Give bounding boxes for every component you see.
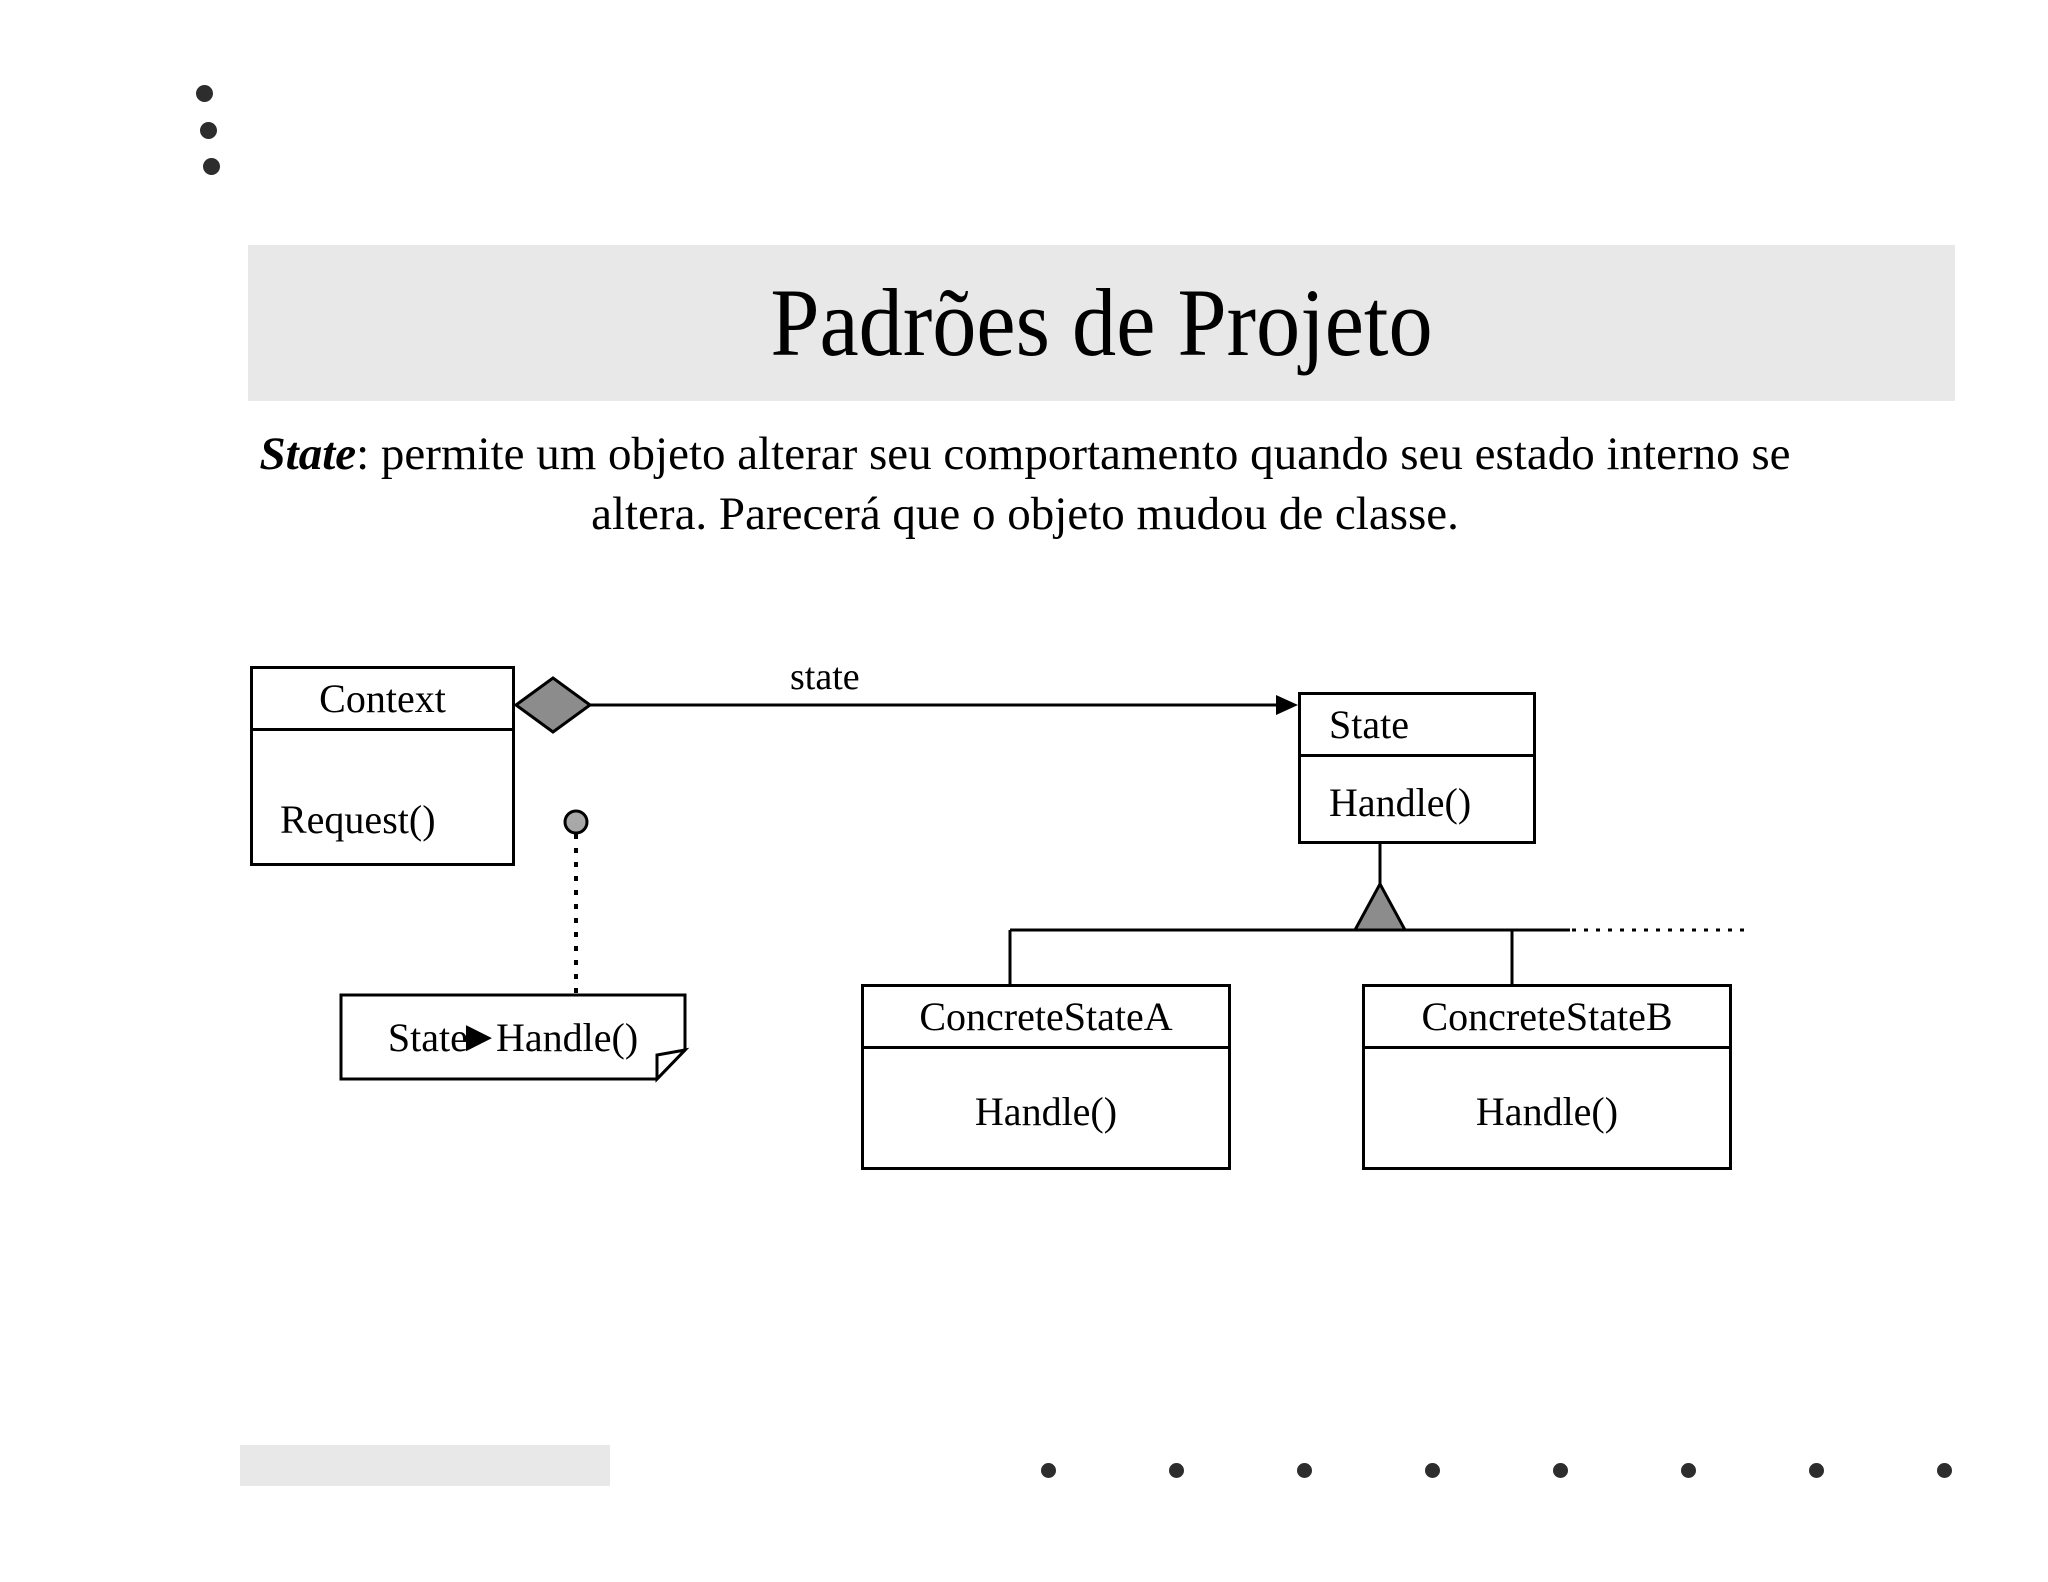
footer-dot-2 bbox=[1169, 1463, 1184, 1478]
class-name-concrete-state-a: ConcreteStateA bbox=[864, 987, 1228, 1049]
footer-dot-3 bbox=[1297, 1463, 1312, 1478]
bullet-dot-3 bbox=[203, 158, 220, 175]
class-operation-context-request: Request() bbox=[280, 797, 436, 842]
page-title: Padrões de Projeto bbox=[770, 269, 1433, 376]
footer-dot-4 bbox=[1425, 1463, 1440, 1478]
class-operation-concrete-state-b-handle: Handle() bbox=[1475, 1088, 1619, 1134]
pattern-description-text: : permite um objeto alterar seu comporta… bbox=[356, 428, 1791, 541]
class-box-context[interactable]: Context Request() bbox=[250, 666, 515, 866]
aggregation-diamond-icon bbox=[513, 676, 593, 734]
note-box-text: State▶Handle() bbox=[341, 995, 685, 1079]
note-message: Handle() bbox=[495, 1014, 639, 1060]
association-role-label: state bbox=[790, 656, 860, 698]
class-box-concrete-state-b[interactable]: ConcreteStateB Handle() bbox=[1362, 984, 1732, 1170]
class-operation-concrete-state-a-handle: Handle() bbox=[974, 1088, 1118, 1134]
footer-dot-6 bbox=[1681, 1463, 1696, 1478]
note-anchor-circle-icon bbox=[563, 809, 589, 835]
pattern-description: State: permite um objeto alterar seu com… bbox=[255, 424, 1795, 544]
association-arrowhead-icon bbox=[1276, 695, 1298, 715]
class-name-concrete-state-b: ConcreteStateB bbox=[1365, 987, 1729, 1049]
pattern-keyword: State bbox=[259, 428, 357, 480]
class-operation-state-handle: Handle() bbox=[1329, 779, 1472, 825]
generalization-triangle-icon bbox=[1352, 880, 1408, 932]
bullet-dot-2 bbox=[200, 122, 217, 139]
footer-dot-7 bbox=[1809, 1463, 1824, 1478]
title-band: Padrões de Projeto bbox=[248, 245, 1955, 401]
note-receiver: State bbox=[387, 1014, 468, 1060]
class-name-context: Context bbox=[253, 669, 512, 731]
footer-dot-5 bbox=[1553, 1463, 1568, 1478]
note-arrow-icon: ▶ bbox=[465, 1018, 492, 1055]
class-box-concrete-state-a[interactable]: ConcreteStateA Handle() bbox=[861, 984, 1231, 1170]
footer-dot-8 bbox=[1937, 1463, 1952, 1478]
bullet-dot-1 bbox=[196, 85, 213, 102]
footer-bar bbox=[240, 1445, 610, 1486]
class-box-state[interactable]: State Handle() bbox=[1298, 692, 1536, 844]
class-name-state: State bbox=[1301, 695, 1533, 757]
footer-dot-1 bbox=[1041, 1463, 1056, 1478]
